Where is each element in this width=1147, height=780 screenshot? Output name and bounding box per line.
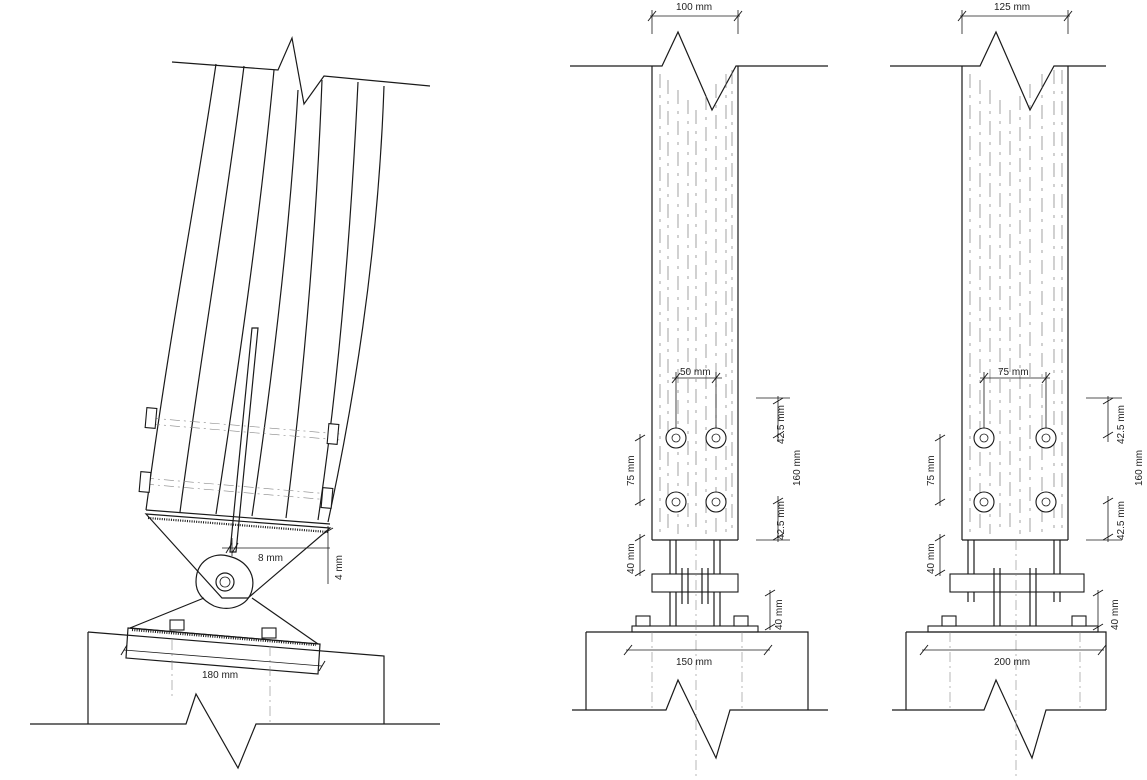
right-rods: [949, 540, 1085, 628]
label-4mm: 4 mm: [334, 555, 345, 580]
mid-foundation: [586, 631, 809, 710]
label-right-40-right: 40 mm: [1110, 599, 1121, 630]
dim-mid-40-right: 40 mm: [764, 589, 785, 631]
dim-mid-40-left: 40 mm: [626, 534, 646, 577]
dim-right-125mm: 125 mm: [957, 2, 1073, 34]
right-top-line: [890, 30, 1106, 112]
hinge-pin: [215, 572, 235, 592]
dim-180mm: 180 mm: [120, 644, 326, 681]
curved-beam-bolts: [138, 407, 341, 509]
label-8mm: 8 mm: [258, 553, 283, 564]
dim-right-side: 42.5 mm 42.5 mm 160 mm: [1086, 396, 1145, 542]
dim-mid-100mm: 100 mm: [647, 2, 743, 34]
dim-right-200mm: 200 mm: [919, 644, 1107, 668]
label-right-75mm-h: 75 mm: [998, 367, 1029, 378]
dim-mid-right: 42.5 mm 42.5 mm 160 mm: [756, 396, 803, 542]
mid-bolts: [665, 427, 727, 513]
right-base-plate: [927, 625, 1099, 633]
dim-4mm: 4 mm: [322, 526, 345, 584]
label-right-200mm: 200 mm: [994, 657, 1030, 668]
label-mid-160mm: 160 mm: [792, 450, 803, 486]
label-mid-40-left: 40 mm: [626, 543, 637, 574]
curved-beam-laminations: [145, 63, 385, 523]
label-right-42-5-bottom: 42.5 mm: [1116, 501, 1127, 540]
dim-8mm: 8 mm: [222, 538, 330, 564]
middle-column-detail: 100 mm 50 mm 75 mm: [570, 2, 828, 780]
curved-beam-bottom-edge: [145, 509, 331, 525]
curved-beam-slot: [229, 327, 259, 553]
right-column-detail: 125 mm 75 mm 75 mm: [890, 2, 1145, 780]
mid-rods: [651, 540, 739, 628]
curved-beam-detail: 8 mm 4 mm 180 mm: [30, 35, 440, 770]
hinge-lug: [195, 554, 254, 609]
mid-grain: [659, 70, 733, 534]
dim-right-75mm-h: 75 mm: [979, 367, 1051, 428]
right-ground: [892, 678, 1106, 760]
label-mid-42-5-bottom: 42.5 mm: [776, 501, 787, 540]
right-bolts: [973, 427, 1057, 513]
dim-right-40-left: 40 mm: [926, 534, 946, 577]
label-mid-150mm: 150 mm: [676, 657, 712, 668]
label-180mm: 180 mm: [202, 670, 238, 681]
curved-foundation-ground: [30, 692, 440, 770]
label-mid-42-5-top: 42.5 mm: [776, 405, 787, 444]
right-grain: [969, 70, 1063, 534]
right-foundation: [906, 631, 1107, 710]
label-right-42-5-top: 42.5 mm: [1116, 405, 1127, 444]
curved-foundation: [87, 631, 385, 724]
dim-right-40-right: 40 mm: [1092, 589, 1121, 631]
label-right-125mm: 125 mm: [994, 2, 1030, 13]
label-mid-40-right: 40 mm: [774, 599, 785, 630]
label-right-75mm-v: 75 mm: [926, 455, 937, 486]
dim-mid-75mm: 75 mm: [626, 434, 646, 506]
dim-mid-150mm: 150 mm: [623, 644, 773, 668]
dim-mid-50mm: 50 mm: [671, 367, 722, 428]
curved-beam-top-edge: [171, 35, 431, 106]
label-mid-100mm: 100 mm: [676, 2, 712, 13]
mid-top-line: [570, 30, 828, 112]
label-mid-50mm: 50 mm: [680, 367, 711, 378]
label-mid-75mm: 75 mm: [626, 455, 637, 486]
mid-ground: [572, 678, 828, 760]
curved-base-plate: [125, 627, 321, 675]
dim-right-75mm-v: 75 mm: [926, 434, 946, 506]
label-right-160mm: 160 mm: [1134, 450, 1145, 486]
mid-base-plate: [631, 625, 759, 633]
label-right-40-left: 40 mm: [926, 543, 937, 574]
